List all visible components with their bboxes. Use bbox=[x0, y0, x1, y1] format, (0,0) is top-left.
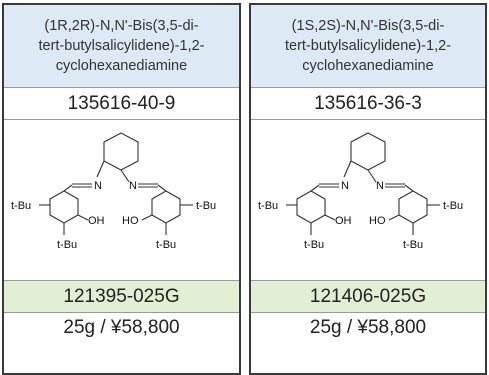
cas-number: 135616-36-3 bbox=[251, 88, 485, 120]
product-name-line-3: cyclohexanediamine bbox=[302, 58, 434, 74]
molecule-structure-icon: N N t-Bu OH HO t-Bu t-Bu t-Bu bbox=[4, 120, 239, 281]
tbu-label-right: t-Bu bbox=[443, 200, 463, 212]
oh-label: OH bbox=[335, 215, 352, 227]
cas-number: 135616-40-9 bbox=[4, 88, 239, 120]
product-card-ss: (1S,2S)-N,N'-Bis(3,5-di- tert-butylsalic… bbox=[249, 3, 487, 375]
product-name: (1R,2R)-N,N'-Bis(3,5-di- tert-butylsalic… bbox=[4, 5, 239, 88]
tbu-label-bottom-left: t-Bu bbox=[304, 239, 324, 251]
product-name-line-1: (1S,2S)-N,N'-Bis(3,5-di- bbox=[291, 18, 445, 34]
nitrogen-label-right: N bbox=[129, 180, 137, 192]
product-name-line-2: tert-butylsalicylidene)-1,2- bbox=[284, 38, 451, 54]
ho-label: HO bbox=[369, 215, 386, 227]
ho-label: HO bbox=[122, 215, 139, 227]
price: 25g / ¥58,800 bbox=[309, 317, 427, 338]
tbu-label-left: t-Bu bbox=[11, 200, 31, 212]
oh-label: OH bbox=[88, 215, 105, 227]
catalog-number: 121395-025G bbox=[4, 281, 239, 313]
tbu-label-right: t-Bu bbox=[196, 200, 216, 212]
product-name-line-3: cyclohexanediamine bbox=[55, 58, 188, 74]
tbu-label-left: t-Bu bbox=[258, 200, 278, 212]
nitrogen-label-left: N bbox=[341, 180, 349, 192]
product-name: (1S,2S)-N,N'-Bis(3,5-di- tert-butylsalic… bbox=[251, 5, 485, 88]
price: 25g / ¥58,800 bbox=[63, 317, 180, 338]
tbu-label-bottom-left: t-Bu bbox=[57, 239, 77, 251]
nitrogen-label-right: N bbox=[376, 180, 384, 192]
tbu-label-bottom-right: t-Bu bbox=[156, 239, 176, 251]
nitrogen-label-left: N bbox=[94, 180, 102, 192]
product-card-rr: (1R,2R)-N,N'-Bis(3,5-di- tert-butylsalic… bbox=[2, 3, 241, 375]
tbu-label-bottom-right: t-Bu bbox=[403, 239, 423, 251]
product-name-line-2: tert-butylsalicylidene)-1,2- bbox=[38, 38, 205, 54]
product-name-line-1: (1R,2R)-N,N'-Bis(3,5-di- bbox=[44, 18, 199, 34]
molecule-structure-icon: N N t-Bu OH HO t-Bu t-Bu t-Bu bbox=[251, 120, 485, 281]
catalog-number: 121406-025G bbox=[251, 281, 485, 313]
